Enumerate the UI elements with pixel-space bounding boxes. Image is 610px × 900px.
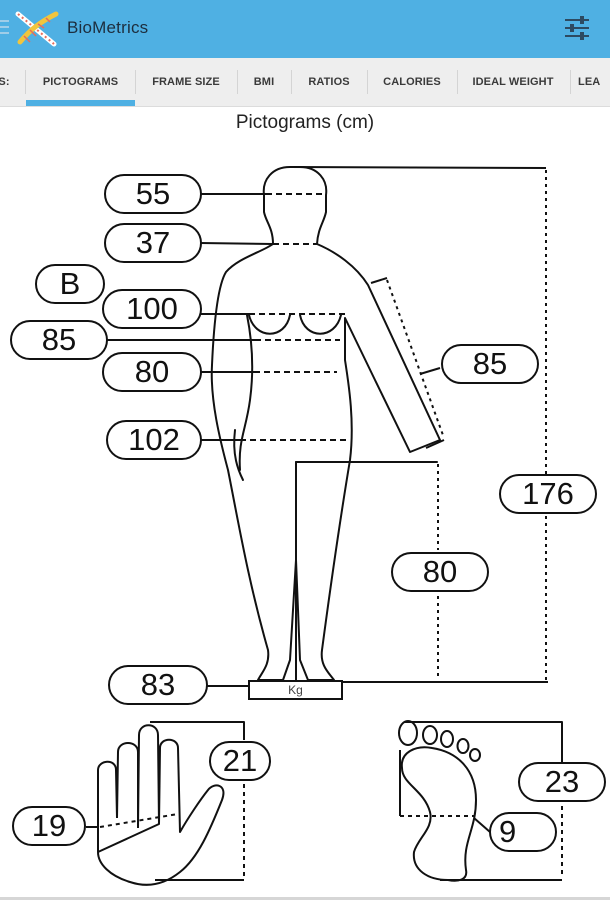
page-title: Pictograms (cm) xyxy=(235,112,375,133)
inseam-value[interactable]: 80 xyxy=(391,552,489,592)
tab-divider xyxy=(570,70,571,94)
hand-width-line xyxy=(99,813,179,828)
tab-ideal-weight[interactable]: IDEAL WEIGHT xyxy=(472,76,554,88)
bottom-divider xyxy=(0,897,610,900)
foot-width-value[interactable]: 9 xyxy=(489,812,557,852)
waist-circumference-value[interactable]: 80 xyxy=(102,352,202,392)
weight-value[interactable]: 83 xyxy=(108,665,208,705)
hand-drawing xyxy=(97,721,245,886)
foot-drawing xyxy=(398,720,563,882)
tab-ratios[interactable]: RATIOS xyxy=(308,76,350,88)
bust-curve xyxy=(299,314,342,335)
app-bar: BioMetrics xyxy=(0,0,610,58)
dna-helix-icon xyxy=(15,11,59,47)
tab-calories[interactable]: CALORIES xyxy=(383,76,441,88)
head-circumference-value[interactable]: 55 xyxy=(104,174,202,214)
sliders-icon[interactable] xyxy=(562,14,592,42)
underbust-circumference-value[interactable]: 85 xyxy=(10,320,108,360)
chest-circumference-value[interactable]: 100 xyxy=(102,289,202,329)
hand-length-value[interactable]: 21 xyxy=(209,741,271,781)
tab-divider xyxy=(367,70,368,94)
hand-width-value[interactable]: 19 xyxy=(12,806,86,846)
tab-divider xyxy=(25,70,26,94)
weight-scale: Kg xyxy=(248,680,343,700)
tab-bmi[interactable]: BMI xyxy=(253,76,275,88)
tab-divider xyxy=(237,70,238,94)
height-value[interactable]: 176 xyxy=(499,474,597,514)
menu-icon[interactable] xyxy=(0,20,10,36)
tab-previous[interactable]: S: xyxy=(0,76,10,88)
bust-curve xyxy=(248,314,291,335)
tab-lean[interactable]: LEA xyxy=(578,76,601,88)
arm-measure-line xyxy=(386,279,445,439)
cup-size-value[interactable]: B xyxy=(35,264,105,304)
tab-divider xyxy=(291,70,292,94)
tab-divider xyxy=(457,70,458,94)
hips-circumference-value[interactable]: 102 xyxy=(106,420,202,460)
tab-pictograms[interactable]: PICTOGRAMS xyxy=(26,58,135,106)
foot-length-value[interactable]: 23 xyxy=(518,762,606,802)
neck-circumference-value[interactable]: 37 xyxy=(104,223,202,263)
app-title: BioMetrics xyxy=(67,18,149,37)
arm-length-value[interactable]: 85 xyxy=(441,344,539,384)
tab-divider xyxy=(135,70,136,94)
tab-bar: S: PICTOGRAMS FRAME SIZE BMI RATIOS CALO… xyxy=(0,58,610,107)
tab-frame-size[interactable]: FRAME SIZE xyxy=(152,76,220,88)
